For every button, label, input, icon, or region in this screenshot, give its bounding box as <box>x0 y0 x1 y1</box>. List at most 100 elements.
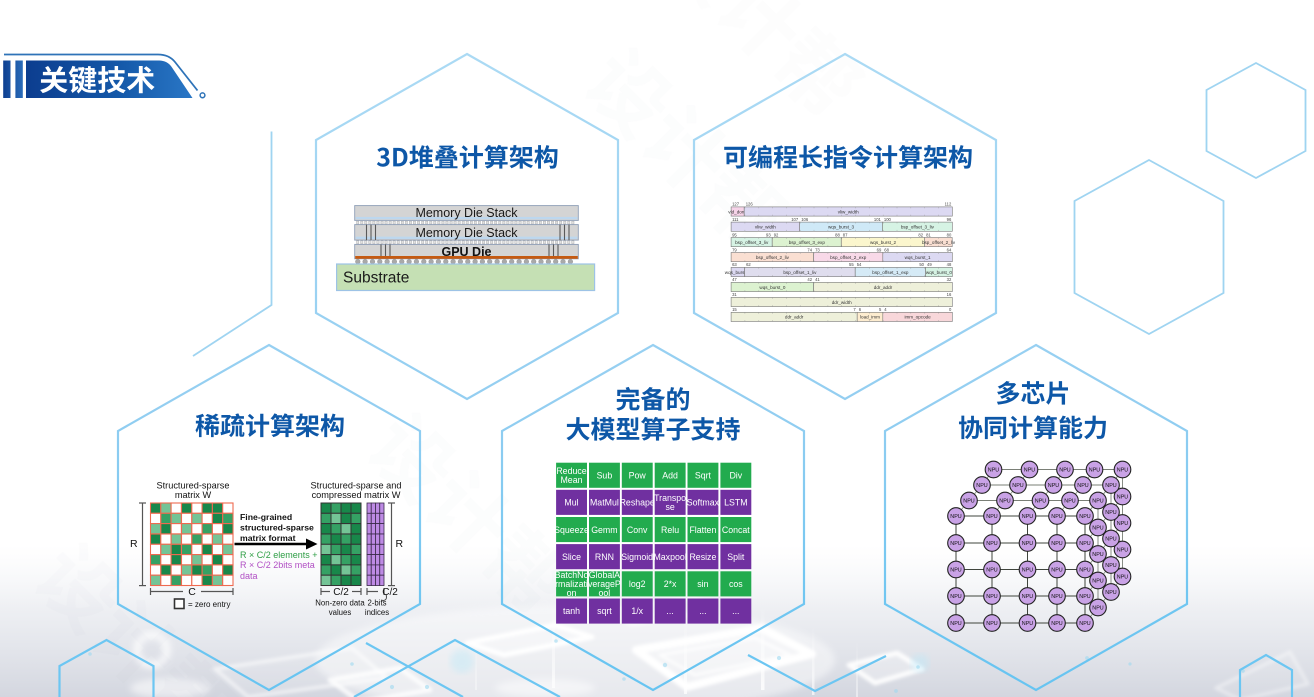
svg-text:NPU: NPU <box>1022 567 1033 573</box>
svg-text:111: 111 <box>732 217 739 222</box>
svg-text:Maxpool: Maxpool <box>653 552 686 562</box>
svg-text:NPU: NPU <box>1059 467 1070 473</box>
svg-text:Split: Split <box>727 552 745 562</box>
svg-text:imm_opcode: imm_opcode <box>904 315 931 320</box>
svg-text:bsp_offset_1_liv: bsp_offset_1_liv <box>783 270 817 275</box>
svg-text:7: 7 <box>853 307 856 312</box>
svg-text:ool: ool <box>599 588 611 598</box>
svg-text:55: 55 <box>849 262 854 267</box>
svg-text:wqs_burst_0: wqs_burst_0 <box>759 285 785 290</box>
svg-text:69: 69 <box>877 247 882 252</box>
svg-text:wqs_burst_0: wqs_burst_0 <box>926 270 952 275</box>
svg-text:vliw_width: vliw_width <box>755 225 776 230</box>
svg-text:Pow: Pow <box>629 471 647 481</box>
svg-text:NPU: NPU <box>986 621 997 627</box>
svg-text:tanh: tanh <box>563 606 580 616</box>
svg-text:NPU: NPU <box>1105 590 1116 596</box>
svg-text:RNN: RNN <box>595 552 614 562</box>
svg-text:NPU: NPU <box>988 467 999 473</box>
svg-text:Conv: Conv <box>627 525 648 535</box>
svg-text:NPU: NPU <box>1092 525 1103 531</box>
svg-text:NPU: NPU <box>1024 467 1035 473</box>
svg-text:1/x: 1/x <box>631 606 643 616</box>
svg-text:NPU: NPU <box>1105 483 1116 489</box>
svg-text:MatMul: MatMul <box>590 498 619 508</box>
svg-text:NPU: NPU <box>1051 594 1062 600</box>
svg-text:127: 127 <box>732 202 740 207</box>
svg-text:Softmax: Softmax <box>687 498 720 508</box>
svg-text:NPU: NPU <box>1051 541 1062 547</box>
svg-text:NPU: NPU <box>1117 547 1128 553</box>
svg-text:101: 101 <box>874 217 882 222</box>
svg-text:16: 16 <box>947 292 952 297</box>
svg-text:NPU: NPU <box>1092 605 1103 611</box>
svg-text:NPU: NPU <box>986 541 997 547</box>
svg-text:rmalizati: rmalizati <box>555 579 588 589</box>
svg-text:indices: indices <box>365 608 389 617</box>
svg-text:R: R <box>396 538 404 550</box>
svg-text:Resize: Resize <box>689 552 716 562</box>
svg-text:NPU: NPU <box>986 594 997 600</box>
svg-text:74: 74 <box>807 247 812 252</box>
svg-text:Slice: Slice <box>562 552 581 562</box>
svg-text:GlobalA: GlobalA <box>589 570 620 580</box>
svg-text:bsp_offset_2_liv: bsp_offset_2_liv <box>922 240 956 245</box>
svg-text:sin: sin <box>697 579 708 589</box>
svg-text:NPU: NPU <box>986 514 997 520</box>
svg-text:wqs_burst_1: wqs_burst_1 <box>725 270 751 275</box>
svg-text:NPU: NPU <box>1105 563 1116 569</box>
svg-text:log2: log2 <box>629 579 646 589</box>
svg-text:Memory Die Stack: Memory Die Stack <box>415 206 518 220</box>
svg-text:95: 95 <box>732 232 737 237</box>
svg-text:NPU: NPU <box>1022 514 1033 520</box>
svg-text:32: 32 <box>947 277 952 282</box>
svg-text:Sub: Sub <box>597 471 613 481</box>
svg-text:data: data <box>240 571 258 581</box>
svg-text:Structured-sparse and: Structured-sparse and <box>311 481 402 491</box>
svg-text:matrix W: matrix W <box>175 490 212 500</box>
svg-text:bsp_offset_3_liv: bsp_offset_3_liv <box>901 225 935 230</box>
svg-text:C/2: C/2 <box>382 587 398 598</box>
svg-text:R × C/2 2bits meta: R × C/2 2bits meta <box>240 560 315 570</box>
svg-text:Substrate: Substrate <box>343 270 409 287</box>
svg-text:Sqrt: Sqrt <box>695 471 712 481</box>
svg-text:64: 64 <box>947 247 952 252</box>
svg-text:se: se <box>665 502 674 512</box>
svg-text:bsp_offset_2_liv: bsp_offset_2_liv <box>756 255 790 260</box>
svg-text:NPU: NPU <box>1092 578 1103 584</box>
svg-text:Relu: Relu <box>661 525 679 535</box>
svg-text:wqs_burst_2: wqs_burst_2 <box>870 240 896 245</box>
svg-text:= zero entry: = zero entry <box>188 600 230 609</box>
svg-text:100: 100 <box>884 217 892 222</box>
svg-text:cos: cos <box>729 579 743 589</box>
svg-text:NPU: NPU <box>1012 483 1023 489</box>
svg-text:vliw_width: vliw_width <box>838 209 859 214</box>
svg-text:87: 87 <box>843 232 848 237</box>
svg-text:NPU: NPU <box>1064 498 1075 504</box>
svg-text:93: 93 <box>766 232 771 237</box>
svg-text:NPU: NPU <box>1105 510 1116 516</box>
svg-text:NPU: NPU <box>1022 594 1033 600</box>
svg-text:NPU: NPU <box>1051 567 1062 573</box>
svg-text:Div: Div <box>729 471 742 481</box>
svg-text:106: 106 <box>801 217 809 222</box>
svg-text:Gemm: Gemm <box>591 525 617 535</box>
svg-text:NPU: NPU <box>1035 498 1046 504</box>
svg-text:73: 73 <box>815 247 820 252</box>
svg-text:NPU: NPU <box>950 541 961 547</box>
svg-text:ddr_width: ddr_width <box>832 300 852 305</box>
svg-text:bsp_offset_1_exp: bsp_offset_1_exp <box>872 270 909 275</box>
svg-text:NPU: NPU <box>1079 567 1090 573</box>
svg-text:NPU: NPU <box>1079 541 1090 547</box>
svg-text:NPU: NPU <box>1092 552 1103 558</box>
svg-text:on: on <box>567 588 577 598</box>
svg-text:R: R <box>130 538 138 550</box>
svg-text:matrix format: matrix format <box>240 533 296 543</box>
svg-text:NPU: NPU <box>963 498 974 504</box>
svg-text:ddr_addr: ddr_addr <box>785 315 804 320</box>
svg-text:verageP: verageP <box>588 579 621 589</box>
svg-text:...: ... <box>666 606 673 616</box>
svg-text:6: 6 <box>859 307 862 312</box>
svg-text:NPU: NPU <box>1051 621 1062 627</box>
svg-text:112: 112 <box>945 202 952 207</box>
